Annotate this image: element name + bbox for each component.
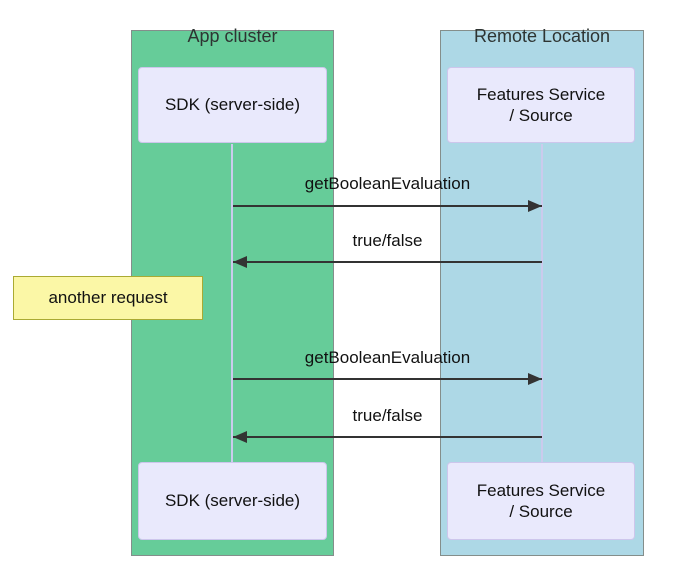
message-1-arrowhead-icon <box>528 200 542 212</box>
message-2-label: true/false <box>352 231 423 250</box>
message-2-arrowhead-icon <box>233 256 247 268</box>
lifeline-features-service <box>541 144 543 462</box>
message-3-label: getBooleanEvaluation <box>304 348 471 367</box>
actor-features-bottom-label: Features Service / Source <box>476 480 606 521</box>
actor-sdk-top-label: SDK (server-side) <box>164 95 301 115</box>
note-label: another request <box>48 288 168 307</box>
lifeline-sdk <box>231 144 233 462</box>
actor-features-top-label: Features Service / Source <box>476 84 606 125</box>
message-4-arrowhead-icon <box>233 431 247 443</box>
note-another-request: another request <box>13 276 203 320</box>
remote-location-label: Remote Location <box>473 26 611 46</box>
actor-sdk-bottom-label: SDK (server-side) <box>164 491 301 511</box>
actor-features-bottom: Features Service / Source <box>447 462 635 540</box>
message-3-arrow <box>233 378 542 380</box>
message-3-arrowhead-icon <box>528 373 542 385</box>
actor-sdk-top: SDK (server-side) <box>138 67 327 143</box>
app-cluster-label: App cluster <box>187 26 278 46</box>
message-1-label: getBooleanEvaluation <box>304 174 471 193</box>
message-4-label: true/false <box>352 406 423 425</box>
message-4-arrow <box>233 436 542 438</box>
message-1-arrow <box>233 205 542 207</box>
actor-sdk-bottom: SDK (server-side) <box>138 462 327 540</box>
actor-features-top: Features Service / Source <box>447 67 635 143</box>
message-2-arrow <box>233 261 542 263</box>
